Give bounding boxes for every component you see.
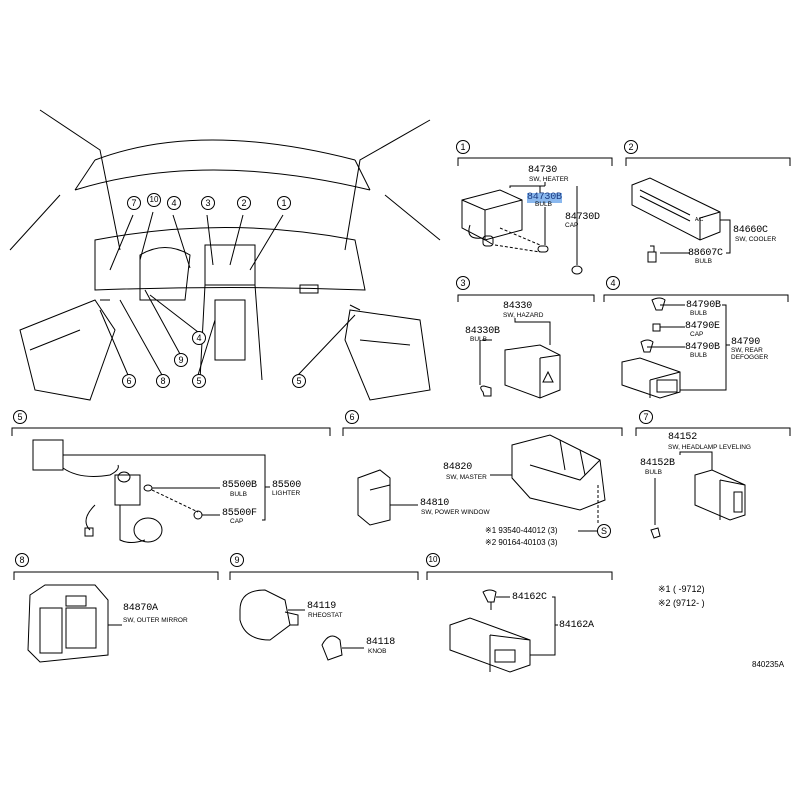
part-84730b[interactable]: 84730B	[527, 192, 562, 203]
rheostat-drawing	[239, 589, 364, 661]
part-84790-name: SW, REAR	[731, 347, 763, 354]
part-84790b-name: BULB	[690, 310, 707, 317]
part-85500f[interactable]: 85500F	[222, 508, 257, 519]
section-brackets	[11, 157, 791, 580]
part-84790b-2[interactable]: 84790B	[685, 342, 720, 353]
section-7-number: 7	[639, 410, 653, 424]
callout-5: 5	[292, 374, 306, 388]
callout-4: 4	[192, 331, 206, 345]
note-1: ※1 93540-44012 (3)	[485, 526, 558, 535]
section-4-number: 4	[606, 276, 620, 290]
heater-switch-drawing	[461, 182, 583, 275]
diagram-id: 840235A	[752, 660, 785, 669]
callout-4: 4	[167, 196, 181, 210]
part-85500f-name: CAP	[230, 518, 244, 525]
section-2-number: 2	[624, 140, 638, 154]
part-84730d[interactable]: 84730D	[565, 212, 600, 223]
part-84330b-name: BULB	[470, 336, 487, 343]
legend-note-2: ※2 (9712- )	[658, 598, 705, 608]
part-84870a[interactable]: 84870A	[123, 603, 158, 614]
part-84790e-name: CAP	[690, 331, 704, 338]
callout-10: 10	[147, 193, 161, 207]
callout-7: 7	[127, 196, 141, 210]
part-84119[interactable]: 84119	[307, 601, 337, 612]
callout-6: 6	[122, 374, 136, 388]
part-84820-name: SW, MASTER	[446, 474, 487, 481]
callout-5: 5	[192, 374, 206, 388]
part-84790-name-2: DEFOGGER	[731, 354, 769, 361]
power-window-switch-drawing	[357, 434, 606, 532]
cooler-switch-drawing	[631, 177, 731, 263]
part-84162c[interactable]: 84162C	[512, 592, 547, 603]
section-10-number: 10	[426, 553, 440, 567]
cigarette-lighter-drawing	[32, 439, 270, 543]
part-84119-name: RHEOSTAT	[308, 612, 343, 619]
part-85500b-name: BULB	[230, 491, 247, 498]
switch-84162a-drawing	[449, 589, 558, 673]
part-84330-name: SW, HAZARD	[503, 312, 544, 319]
part-85500[interactable]: 85500	[272, 480, 302, 491]
part-84152b[interactable]: 84152B	[640, 458, 675, 469]
part-88607c-name: BULB	[695, 258, 712, 265]
part-84790b-2-name: BULB	[690, 352, 707, 359]
part-84660c[interactable]: 84660C	[733, 225, 768, 236]
part-84118[interactable]: 84118	[366, 637, 396, 648]
headlamp-leveling-switch-drawing	[650, 451, 746, 539]
callout-2: 2	[237, 196, 251, 210]
part-84810-name: SW, POWER WINDOW	[421, 509, 490, 516]
part-84730-name: SW, HEATER	[529, 176, 569, 183]
ac-label: A/C	[695, 217, 704, 223]
part-84152[interactable]: 84152	[668, 432, 698, 443]
part-85500-name: LIGHTER	[272, 490, 301, 497]
section-1-number: 1	[456, 140, 470, 154]
part-84730d-name: CAP	[565, 222, 579, 229]
part-84330b[interactable]: 84330B	[465, 326, 500, 337]
part-84820[interactable]: 84820	[443, 462, 473, 473]
part-84118-name: KNOB	[368, 648, 387, 655]
part-84660c-name: SW, COOLER	[735, 236, 777, 243]
part-84330[interactable]: 84330	[503, 301, 533, 312]
callout-8: 8	[156, 374, 170, 388]
part-84730b-name: BULB	[535, 201, 552, 208]
section-8-number: 8	[15, 553, 29, 567]
section-3-number: 3	[456, 276, 470, 290]
part-84790e[interactable]: 84790E	[685, 321, 720, 332]
part-88607c[interactable]: 88607C	[688, 248, 723, 259]
part-84790b[interactable]: 84790B	[686, 300, 721, 311]
part-84790[interactable]: 84790	[731, 337, 761, 348]
part-84152-name: SW, HEADLAMP LEVELING	[668, 444, 751, 451]
hazard-switch-drawing	[479, 318, 561, 399]
part-85500b[interactable]: 85500B	[222, 480, 257, 491]
callout-leaders	[99, 211, 356, 376]
callout-9: 9	[174, 353, 188, 367]
callout-1: 1	[277, 196, 291, 210]
section-6-number: 6	[345, 410, 359, 424]
part-84162a[interactable]: 84162A	[559, 620, 594, 631]
defogger-switch-drawing	[621, 297, 730, 399]
part-84810[interactable]: 84810	[420, 498, 450, 509]
section-9-number: 9	[230, 553, 244, 567]
part-84870a-name: SW, OUTER MIRROR	[123, 617, 188, 624]
outer-mirror-switch-drawing	[27, 584, 122, 663]
note-2: ※2 90164-40103 (3)	[485, 538, 558, 547]
section-5-number: 5	[13, 410, 27, 424]
screw-callout-s: S	[597, 524, 611, 538]
car-interior-drawing	[9, 109, 441, 401]
callout-3: 3	[201, 196, 215, 210]
part-84730[interactable]: 84730	[528, 165, 558, 176]
part-84152b-name: BULB	[645, 469, 662, 476]
legend-note-1: ※1 ( -9712)	[658, 584, 705, 594]
